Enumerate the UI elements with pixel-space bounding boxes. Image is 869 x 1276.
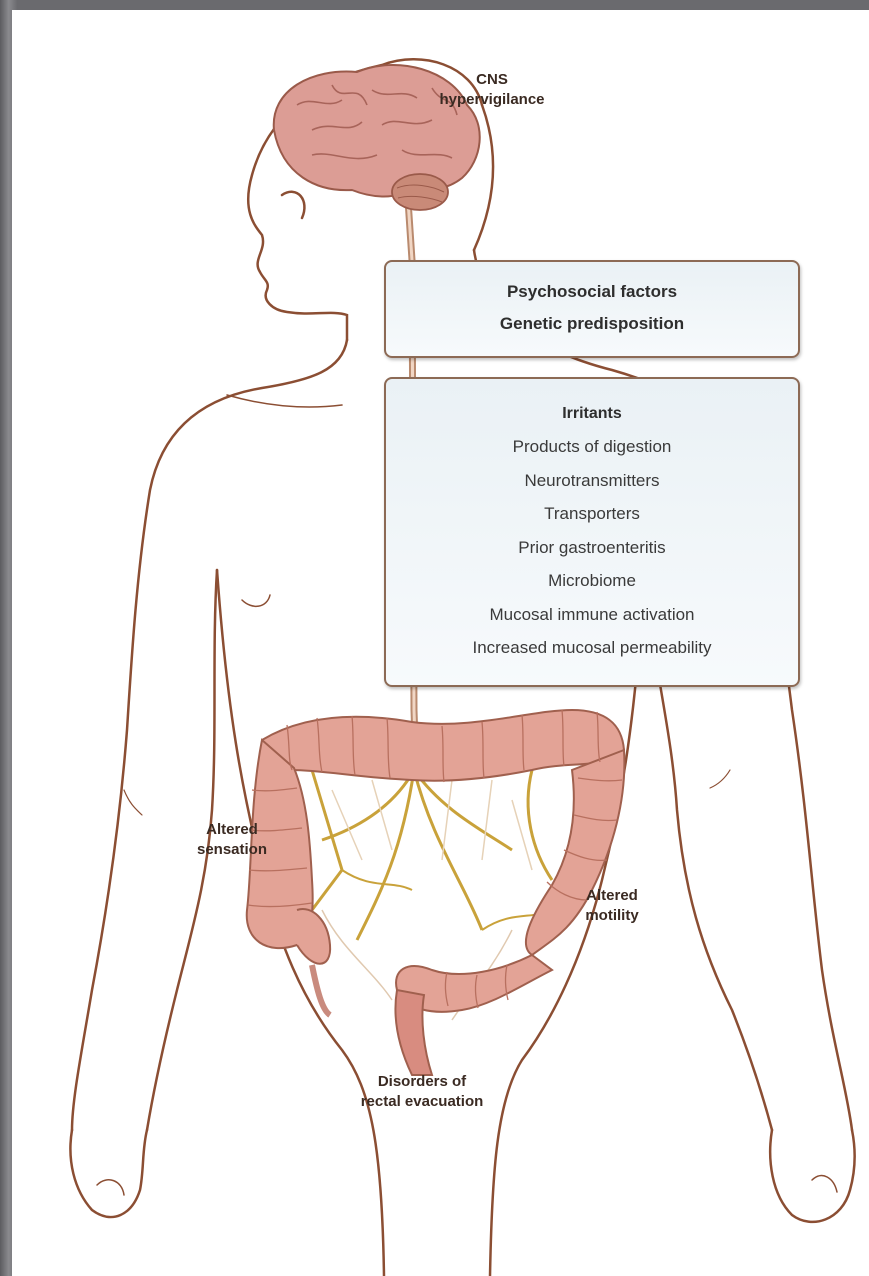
- disorders-label: Disorders of rectal evacuation: [312, 1072, 532, 1112]
- irritant-item: Increased mucosal permeability: [386, 631, 798, 665]
- cns-label-line1: CNS: [392, 70, 592, 90]
- disorders-line2: rectal evacuation: [312, 1092, 532, 1112]
- altered-motility-line1: Altered: [557, 886, 667, 906]
- altered-sensation-label: Altered sensation: [172, 820, 292, 860]
- irritants-heading: Irritants: [386, 397, 798, 430]
- disorders-line1: Disorders of: [312, 1072, 532, 1092]
- altered-motility-label: Altered motility: [557, 886, 667, 926]
- cns-label-line2: hypervigilance: [392, 90, 592, 110]
- irritant-item: Prior gastroenteritis: [386, 531, 798, 565]
- irritant-item: Products of digestion: [386, 430, 798, 464]
- irritant-item: Transporters: [386, 497, 798, 531]
- diagram-canvas: CNS hypervigilance Psychosocial factors …: [12, 10, 869, 1276]
- irritant-item: Microbiome: [386, 564, 798, 598]
- altered-sensation-line1: Altered: [172, 820, 292, 840]
- altered-sensation-line2: sensation: [172, 840, 292, 860]
- psychosocial-factors-text: Psychosocial factors: [386, 276, 798, 308]
- cns-label: CNS hypervigilance: [392, 70, 592, 110]
- genetic-predisposition-text: Genetic predisposition: [386, 308, 798, 340]
- altered-motility-line2: motility: [557, 906, 667, 926]
- irritant-item: Mucosal immune activation: [386, 598, 798, 632]
- factors-box: Psychosocial factors Genetic predisposit…: [384, 260, 800, 358]
- irritant-item: Neurotransmitters: [386, 464, 798, 498]
- irritants-box: Irritants Products of digestion Neurotra…: [384, 377, 800, 687]
